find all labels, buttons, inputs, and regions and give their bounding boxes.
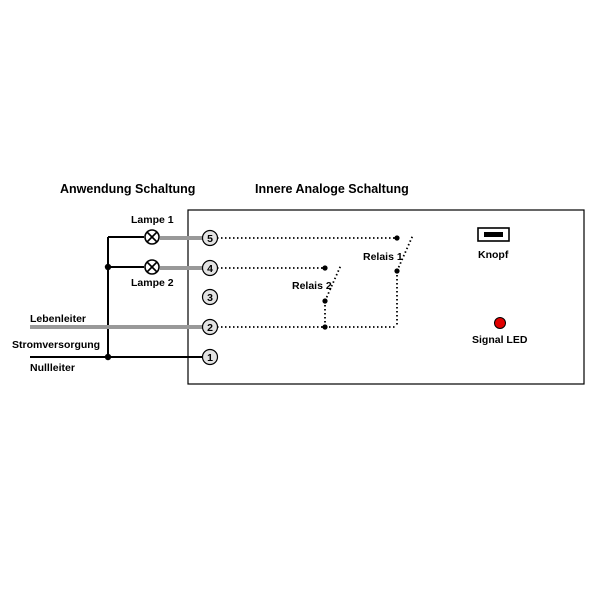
live-wiring — [30, 236, 203, 329]
neutral-label: Nullleiter — [30, 362, 75, 374]
supply-label: Stromversorgung — [12, 339, 100, 351]
terminal-1-number: 1 — [207, 352, 213, 364]
common-junction-dot — [322, 324, 328, 330]
relay1-pivot-dot — [394, 268, 400, 274]
relay1-contact-dot — [394, 235, 400, 241]
lamp-2-icon — [144, 259, 160, 275]
module-box — [187, 209, 585, 385]
terminal-4: 4 — [201, 259, 219, 277]
terminal-5-number: 5 — [207, 233, 213, 245]
lamp-2-label: Lampe 2 — [131, 277, 174, 289]
relay1-contact — [396, 234, 414, 272]
junction-dot — [104, 263, 112, 271]
relay-2-label: Relais 2 — [292, 280, 332, 292]
signal-led-icon — [494, 317, 506, 329]
contact-dots — [322, 235, 400, 330]
neutral-wiring — [30, 236, 203, 358]
relay2-contact — [324, 264, 342, 302]
internal-wiring — [217, 234, 414, 328]
terminal-4-number: 4 — [207, 263, 213, 275]
button-icon — [477, 227, 510, 242]
application-circuit-title: Anwendung Schaltung — [60, 182, 195, 196]
terminal-2: 2 — [201, 318, 219, 336]
lamp-1-label: Lampe 1 — [131, 214, 174, 226]
junction-dot — [104, 353, 112, 361]
terminal-5: 5 — [201, 229, 219, 247]
relay2-contact-dot — [322, 265, 328, 271]
relay-1-label: Relais 1 — [363, 251, 403, 263]
button-label: Knopf — [478, 249, 509, 261]
terminal-2-number: 2 — [207, 322, 213, 334]
terminal-3-number: 3 — [207, 292, 213, 304]
signal-led-label: Signal LED — [472, 334, 528, 346]
lamp-1-icon — [144, 229, 160, 245]
terminal-3: 3 — [201, 288, 219, 306]
relay2-pivot-dot — [322, 298, 328, 304]
terminal-1: 1 — [201, 348, 219, 366]
inner-circuit-title: Innere Analoge Schaltung — [255, 182, 409, 196]
live-label: Lebenleiter — [30, 313, 86, 325]
